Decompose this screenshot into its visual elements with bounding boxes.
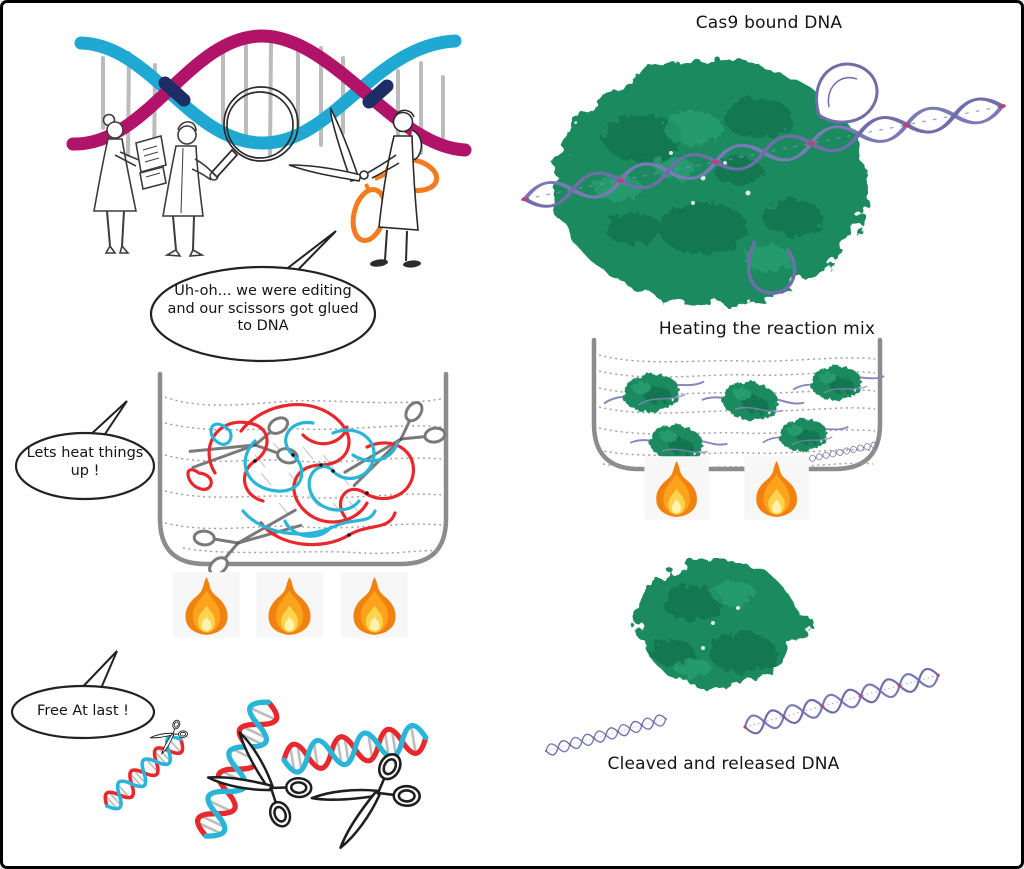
freed-dna-helix <box>193 696 282 842</box>
heating-beaker-scene <box>591 337 886 520</box>
sgrna-loop-inner <box>827 76 858 108</box>
freed-dna-helix <box>282 724 428 774</box>
speech-bubble-free-text: Free At last ! <box>37 703 129 719</box>
speech-bubble-heat-text: Lets heat things up ! <box>26 445 144 479</box>
flame-icon <box>341 572 408 638</box>
cas9-bound-scene <box>519 61 1008 305</box>
speech-bubble-free <box>10 650 156 740</box>
dna-tangle <box>186 402 415 547</box>
flame-icon <box>256 572 323 638</box>
flame-icon <box>644 456 709 520</box>
stuck-scissors-icon <box>331 393 453 500</box>
dna-strand-cyan <box>74 34 462 150</box>
tangle-beaker-scene <box>14 371 453 638</box>
cas9-free-protein <box>637 559 814 687</box>
speech-bubble-heat <box>14 400 156 501</box>
freed-dna-scene <box>10 650 428 852</box>
cas9-bound-title: Cas9 bound DNA <box>695 13 843 33</box>
cas9-mini <box>761 414 851 455</box>
scientist-with-clipboard <box>93 113 167 254</box>
clipboard-icon <box>135 134 167 190</box>
cas9-mini <box>700 377 805 425</box>
magnifier-icon <box>210 86 299 179</box>
freed-dna-helix <box>98 730 190 816</box>
heating-title: Heating the reaction mix <box>658 319 876 339</box>
scientist-with-scissors <box>288 107 440 268</box>
flame-icon <box>173 572 240 638</box>
released-scene <box>542 559 944 758</box>
dna-crossover <box>158 76 191 107</box>
stuck-scissors-icon <box>187 494 310 583</box>
cleaved-caption: Cleaved and released DNA <box>607 754 840 774</box>
sgrna-loop <box>815 62 879 124</box>
beaker-left <box>157 371 449 567</box>
illustration-canvas <box>10 29 1021 852</box>
editing-scene <box>66 29 472 363</box>
scientist-with-magnifier <box>162 121 219 257</box>
speech-bubble-editing <box>149 230 377 363</box>
dna-bottom-loop <box>746 240 797 295</box>
cas9-protein <box>555 61 867 305</box>
cas9-mini <box>792 363 886 404</box>
dna-crossover <box>362 79 394 109</box>
cleaved-dna-fragment-right <box>740 665 944 738</box>
flame-icon <box>744 456 809 520</box>
speech-bubble-editing-text: Uh-oh... we were editing and our scissor… <box>167 283 359 335</box>
cleaved-dna-fragment-left <box>542 712 669 758</box>
